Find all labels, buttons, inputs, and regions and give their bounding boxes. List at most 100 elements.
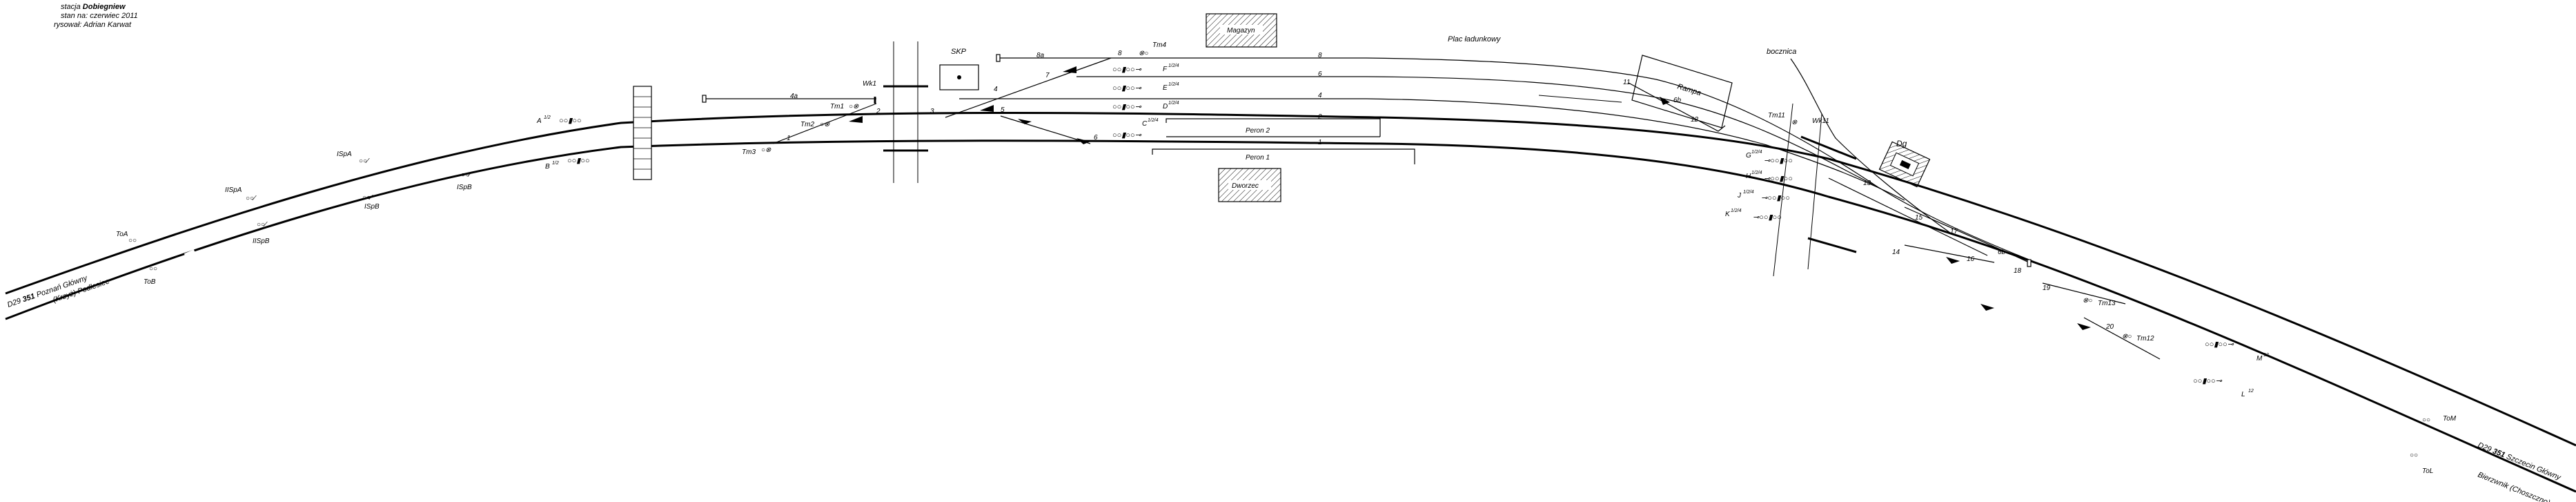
svg-text:D: D (1163, 103, 1168, 110)
dg-label: Dg (1896, 139, 1907, 148)
svg-text:Tm1: Tm1 (830, 103, 844, 110)
svg-text:8a: 8a (1036, 52, 1045, 59)
svg-text:Tm13: Tm13 (2098, 300, 2116, 307)
svg-text:11: 11 (1623, 79, 1630, 86)
svg-text:14: 14 (1892, 249, 1900, 256)
svg-text:1/2/4: 1/2/4 (1731, 209, 1742, 213)
track-4-ext (1366, 98, 1905, 201)
svg-text:12: 12 (2248, 389, 2254, 394)
svg-text:J: J (1737, 192, 1742, 200)
platform-1 (1152, 148, 1415, 164)
rampa-building (1631, 55, 1733, 128)
header-line-1: stacja Dobiegniew (61, 3, 126, 11)
svg-text:1/2/4: 1/2/4 (1751, 150, 1762, 155)
svg-text:K: K (1725, 211, 1731, 218)
svg-text:6: 6 (1318, 70, 1322, 78)
track-2-main (5, 111, 2576, 447)
svg-text:4: 4 (994, 86, 998, 93)
svg-text:○○⁄: ○○⁄ (246, 195, 257, 202)
svg-text:ISpB: ISpB (364, 203, 380, 211)
svg-text:IISpA: IISpA (225, 186, 242, 194)
svg-text:○○▮○○⊸: ○○▮○○⊸ (2205, 340, 2234, 349)
svg-text:ToM: ToM (2443, 415, 2457, 423)
svg-text:1: 1 (1318, 139, 1322, 146)
svg-text:1/2/4: 1/2/4 (1168, 82, 1179, 87)
svg-text:6b: 6b (1998, 249, 2006, 256)
signal-ISpA: ISpA ○○⁄ (337, 151, 370, 165)
svg-text:17: 17 (1950, 228, 1958, 235)
svg-text:○○⁄: ○○⁄ (362, 194, 373, 202)
signal-IISpA: IISpA ○○⁄ (225, 186, 257, 202)
svg-text:ISpA: ISpA (337, 151, 352, 158)
svg-text:19: 19 (2043, 284, 2051, 292)
signal-B: B 1/2 ○○▮○○ (545, 157, 590, 171)
signal-Wk11: Wk11 (1812, 117, 1829, 125)
signal-ToA: ToA ○○ (116, 231, 137, 244)
signal-ISpB: ISpB ○○⁄ (362, 194, 380, 211)
track-1-main (5, 139, 2576, 493)
magazyn-label: Magazyn (1227, 27, 1255, 35)
svg-text:ToL: ToL (2422, 467, 2433, 475)
signal-Tm1: Tm1 ○⊗ (830, 103, 859, 110)
svg-text:6b: 6b (1673, 97, 1682, 104)
dworzec-label: Dworzec (1232, 182, 1259, 190)
buildings (633, 13, 1931, 202)
svg-text:○○▮○○⊸: ○○▮○○⊸ (1112, 66, 1142, 74)
signals: A 1/2 ○○▮○○ B 1/2 ○○▮○○ ISpA ○○⁄ ISpB ○○… (116, 41, 2457, 475)
signal-ToB: ToB ○○ (144, 265, 157, 286)
track-bocznica (1790, 58, 1954, 235)
track-markers (874, 85, 1857, 253)
platform-2 (1166, 118, 1381, 137)
svg-text:7: 7 (1045, 72, 1050, 79)
signal-Tm13: Tm13⊗○ (2083, 297, 2116, 307)
svg-text:Tm3: Tm3 (742, 148, 756, 156)
signal-Tm3: Tm3○⊗ (742, 146, 771, 156)
svg-text:1/2/4: 1/2/4 (1148, 118, 1159, 123)
dg-building (1878, 141, 1931, 188)
svg-text:ISpB: ISpB (457, 184, 472, 191)
svg-text:○○▮○○: ○○▮○○ (567, 157, 590, 165)
plac-label: Plac ładunkowy (1448, 35, 1502, 44)
svg-text:⊸○○▮○○: ⊸○○▮○○ (1764, 175, 1793, 183)
svg-text:○○▮○○⊸: ○○▮○○⊸ (2193, 377, 2223, 385)
platforms (1152, 118, 1415, 164)
main-tracks (5, 111, 2576, 493)
track-6-ext (1366, 76, 1878, 187)
bocznica-label: bocznica (1767, 48, 1796, 56)
svg-text:15: 15 (1915, 214, 1923, 222)
svg-text:5: 5 (1001, 106, 1005, 114)
svg-text:2: 2 (1317, 113, 1322, 121)
signal-Tm11: Tm11⊗ (1768, 112, 1798, 126)
header-line-3: rysował: Adrian Karwat (54, 21, 132, 29)
svg-text:1/2/4: 1/2/4 (1743, 190, 1754, 195)
svg-text:A: A (536, 117, 542, 125)
svg-text:○○▮○○⊸: ○○▮○○⊸ (1112, 84, 1142, 93)
svg-text:○○⁄: ○○⁄ (461, 171, 472, 179)
svg-text:○○: ○○ (2422, 416, 2430, 424)
svg-text:○⊗: ○⊗ (849, 103, 859, 110)
svg-text:6: 6 (1094, 134, 1098, 142)
svg-text:F: F (1163, 66, 1168, 73)
svg-text:C: C (1142, 120, 1148, 128)
signal-A: A 1/2 ○○▮○○ (536, 115, 582, 125)
signal-Tm12: Tm12⊗○ (2122, 333, 2154, 342)
svg-text:Tm11: Tm11 (1768, 112, 1785, 119)
signal-Wk1: Wk1 (863, 80, 876, 88)
svg-text:18: 18 (2014, 267, 2022, 275)
track-17 (1904, 206, 2029, 263)
svg-text:20: 20 (2105, 323, 2114, 331)
track-rampa (1628, 82, 1726, 132)
svg-text:Wk11: Wk11 (1812, 117, 1829, 125)
svg-text:1/2/4: 1/2/4 (1751, 171, 1762, 175)
svg-text:E: E (1163, 84, 1168, 92)
signal-Tm2: Tm2○⊗ (800, 121, 830, 128)
svg-text:○○: ○○ (2410, 452, 2418, 459)
